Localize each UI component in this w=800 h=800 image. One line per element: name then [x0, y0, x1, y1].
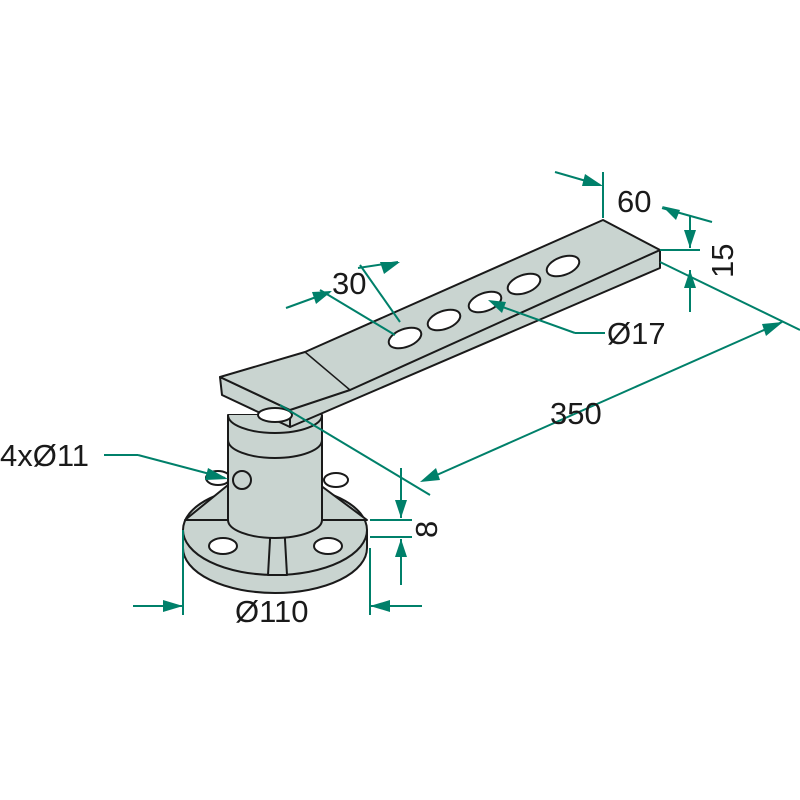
flange-holes-label: 4xØ11	[0, 438, 89, 473]
hole-spacing-label: 30	[332, 266, 366, 301]
set-screw-icon	[232, 470, 252, 490]
flange-diameter-label: Ø110	[235, 594, 309, 629]
cylinder	[227, 414, 323, 539]
thickness-label: 15	[705, 244, 740, 278]
width-label: 60	[617, 184, 651, 219]
arm-holes	[387, 254, 581, 350]
hole-diameter-label: Ø17	[607, 316, 666, 351]
length-label: 350	[550, 396, 602, 431]
flange-thickness-label: 8	[409, 521, 444, 538]
dimension-lines	[104, 171, 800, 615]
